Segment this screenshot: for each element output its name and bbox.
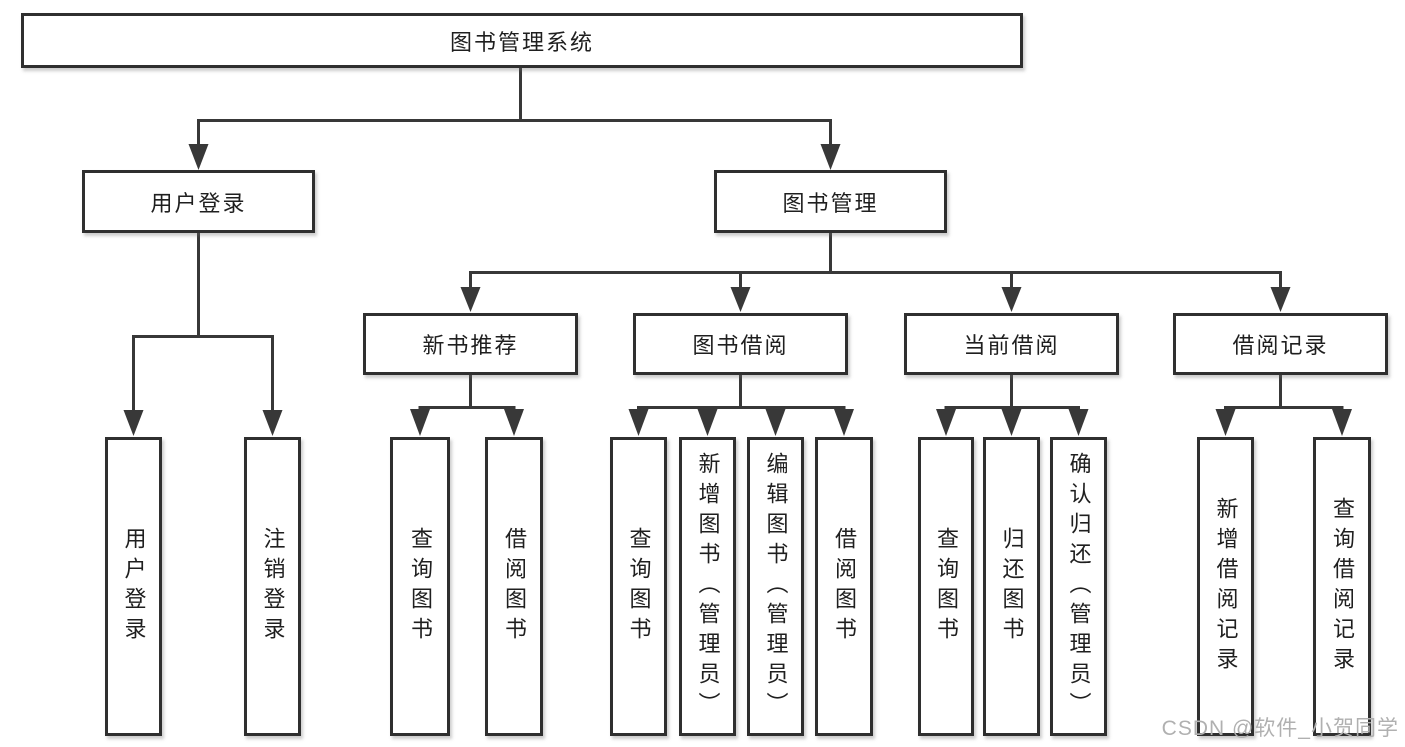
arrow-down-icon	[1215, 409, 1236, 436]
leaf-query-books-current: 查询图书	[918, 437, 974, 736]
arrow-down-icon	[628, 409, 649, 436]
leaf-borrow-books-recommend: 借阅图书	[485, 437, 543, 736]
arrow-down-icon	[730, 287, 751, 312]
arrow-down-icon	[834, 409, 854, 436]
leaf-edit-book-admin: 编辑图书（管理员）	[747, 437, 804, 736]
arrow-down-icon	[188, 144, 209, 170]
node-user-login: 用户登录	[82, 170, 315, 233]
arrow-down-icon	[697, 409, 718, 436]
arrow-down-icon	[1068, 409, 1089, 436]
arrow-down-icon	[765, 409, 786, 436]
leaf-logout: 注销登录	[244, 437, 301, 736]
arrow-down-icon	[936, 409, 956, 436]
leaf-query-borrow-record: 查询借阅记录	[1313, 437, 1371, 736]
node-root-library-system: 图书管理系统	[21, 13, 1023, 68]
arrow-down-icon	[1332, 409, 1352, 436]
node-new-book-recommend: 新书推荐	[363, 313, 578, 375]
leaf-query-books-recommend: 查询图书	[390, 437, 450, 736]
leaf-query-books-borrow: 查询图书	[610, 437, 667, 736]
node-current-borrowing: 当前借阅	[904, 313, 1119, 375]
node-book-borrowing: 图书借阅	[633, 313, 848, 375]
leaf-add-book-admin: 新增图书（管理员）	[679, 437, 736, 736]
node-borrowing-records: 借阅记录	[1173, 313, 1388, 375]
arrow-down-icon	[262, 410, 283, 436]
node-book-management: 图书管理	[714, 170, 947, 233]
arrow-down-icon	[460, 287, 481, 312]
leaf-user-login: 用户登录	[105, 437, 162, 736]
arrow-down-icon	[504, 409, 524, 436]
arrow-down-icon	[410, 409, 430, 436]
arrow-down-icon	[1001, 287, 1022, 312]
arrow-down-icon	[820, 144, 841, 170]
csdn-watermark: CSDN @软件_小贺同学	[1161, 717, 1399, 740]
leaf-return-book: 归还图书	[983, 437, 1040, 736]
leaf-add-borrow-record: 新增借阅记录	[1197, 437, 1254, 736]
arrow-down-icon	[123, 410, 144, 436]
arrow-down-icon	[1270, 287, 1291, 312]
leaf-confirm-return-admin: 确认归还（管理员）	[1050, 437, 1107, 736]
arrow-down-icon	[1001, 409, 1022, 436]
leaf-borrow-books-borrow: 借阅图书	[815, 437, 873, 736]
